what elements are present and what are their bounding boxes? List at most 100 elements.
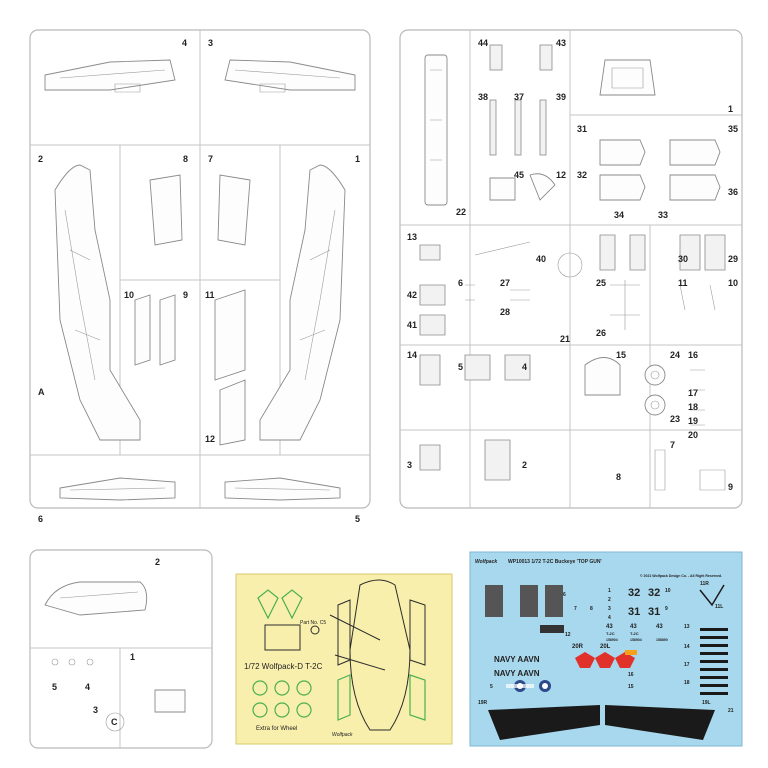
decal-20r: 20R — [572, 644, 584, 650]
part-a1-fuselage-right — [259, 164, 346, 441]
part-b39 — [539, 99, 547, 156]
decal-copyright: © 2021 Wolfpack Design Co. - All Right R… — [640, 574, 722, 578]
label-b22: 22 — [456, 207, 466, 217]
decal-tail-2: T-2C — [630, 631, 639, 636]
label-b3: 3 — [407, 460, 412, 470]
label-a3: 3 — [208, 38, 213, 48]
part-b7 — [654, 449, 666, 491]
label-b15: 15 — [616, 350, 626, 360]
sprue-c-frame — [29, 549, 213, 749]
label-b16: 16 — [688, 350, 698, 360]
part-b29 — [704, 234, 726, 271]
decal-idx-14: 14 — [684, 644, 690, 650]
pe-part-green-frames — [337, 674, 426, 721]
decal-19l: 19L — [702, 700, 711, 706]
part-a2-fuselage-left — [54, 164, 141, 441]
sprue-c: 2 1 5 4 3 C — [29, 549, 213, 749]
part-b43 — [539, 44, 553, 71]
part-b15 — [584, 357, 621, 396]
part-b4 — [504, 354, 531, 381]
part-c1 — [154, 689, 186, 713]
decal-idx-13: 13 — [684, 624, 690, 630]
part-b30 — [679, 234, 701, 271]
label-b32: 32 — [577, 170, 587, 180]
decal-idx-8: 8 — [590, 606, 593, 612]
label-a9: 9 — [183, 290, 188, 300]
decal-instrument-panel-3 — [545, 585, 563, 617]
label-b37: 37 — [514, 92, 524, 102]
part-b9 — [699, 469, 726, 491]
part-b5 — [464, 354, 491, 381]
label-b13: 13 — [407, 232, 417, 242]
label-c5: 5 — [52, 682, 57, 692]
decal-navy-1: NAVY AAVN — [494, 655, 540, 664]
decal-bu-1: 158904 — [606, 638, 618, 642]
label-b35: 35 — [728, 124, 738, 134]
part-b11 — [679, 284, 716, 311]
label-b17: 17 — [688, 388, 698, 398]
decal-idx-6: 6 — [563, 592, 566, 598]
label-b20: 20 — [688, 430, 698, 440]
sprue-a-letter: A — [38, 387, 45, 397]
label-a4: 4 — [182, 38, 187, 48]
part-b13 — [419, 244, 441, 261]
decal-squadron-badges — [575, 652, 635, 668]
label-b7: 7 — [670, 440, 675, 450]
label-b5: 5 — [458, 362, 463, 372]
decal-num-31b: 31 — [648, 606, 660, 618]
decal-num-32a: 32 — [628, 587, 640, 599]
decal-chevron-mark — [699, 584, 725, 607]
label-b4: 4 — [522, 362, 527, 372]
part-b6 — [465, 284, 475, 301]
decal-navy-2: NAVY AAVN — [494, 669, 540, 678]
label-b25: 25 — [596, 278, 606, 288]
label-b41: 41 — [407, 320, 417, 330]
decal-idx-3: 3 — [608, 606, 611, 612]
label-b14: 14 — [407, 350, 417, 360]
decal-11r: 11R — [700, 581, 709, 587]
part-b45 — [489, 177, 516, 201]
label-a10: 10 — [124, 290, 134, 300]
label-b12: 12 — [556, 170, 566, 180]
label-a7: 7 — [208, 154, 213, 164]
decal-num-32b: 32 — [648, 587, 660, 599]
decal-console — [540, 625, 564, 633]
decal-panel-19r — [488, 705, 600, 740]
label-b31: 31 — [577, 124, 587, 134]
sprue-c-letter: C — [111, 717, 118, 727]
part-b24-wheel — [644, 364, 666, 386]
label-b27: 27 — [500, 278, 510, 288]
pe-part-green-2 — [281, 589, 303, 620]
label-a8: 8 — [183, 154, 188, 164]
label-c2: 2 — [155, 557, 160, 567]
label-b29: 29 — [728, 254, 738, 264]
label-b24: 24 — [670, 350, 680, 360]
part-a7 — [217, 174, 251, 246]
part-a11 — [214, 289, 246, 381]
label-b36: 36 — [728, 187, 738, 197]
decal-idx-17: 17 — [684, 662, 690, 668]
part-b32 — [599, 174, 646, 201]
label-b9: 9 — [728, 482, 733, 492]
part-b23-wheel — [644, 394, 666, 416]
part-b3 — [419, 444, 441, 471]
decal-idx-16: 16 — [628, 672, 634, 678]
label-b2: 2 — [522, 460, 527, 470]
decal-idx-9: 9 — [665, 606, 668, 612]
decal-brand: Wolfpack — [475, 559, 497, 565]
decal-orange-stripe — [625, 650, 637, 655]
decal-idx-18: 18 — [684, 680, 690, 686]
part-a3-wing — [224, 59, 356, 91]
part-a4-wing — [44, 59, 176, 91]
sprue-b-frame — [399, 29, 743, 509]
label-b30: 30 — [678, 254, 688, 264]
label-b45: 45 — [514, 170, 524, 180]
decal-panel-19l — [605, 705, 715, 740]
label-b33: 33 — [658, 210, 668, 220]
label-b21: 21 — [560, 334, 570, 344]
decal-instrument-panel-1 — [485, 585, 503, 617]
part-b27 — [510, 289, 530, 301]
label-c4: 4 — [85, 682, 90, 692]
part-b12 — [529, 173, 556, 201]
